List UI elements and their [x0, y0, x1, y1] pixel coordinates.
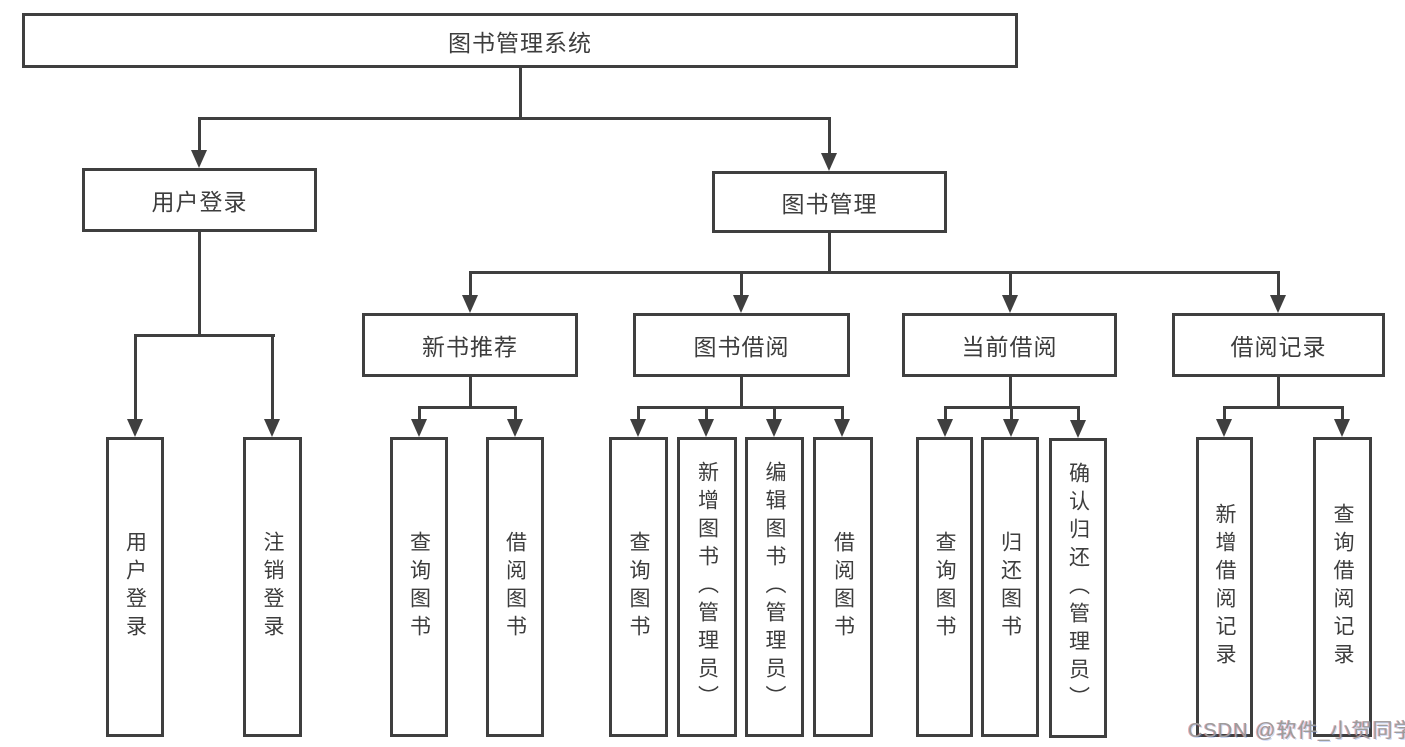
connector-line [418, 406, 517, 409]
node-book-borrow: 图书借阅 [633, 313, 850, 377]
leaf-query-books-recommend: 查询图书 [390, 437, 448, 737]
leaf-label: 新增图书（管理员） [695, 461, 719, 713]
connector-line [1010, 406, 1013, 422]
node-current-borrow: 当前借阅 [902, 313, 1117, 377]
arrow-down-icon [698, 419, 714, 437]
leaf-add-book-admin: 新增图书（管理员） [677, 437, 737, 737]
arrow-down-icon [264, 419, 280, 437]
arrow-down-icon [127, 419, 143, 437]
connector-line [418, 406, 421, 422]
arrow-down-icon [630, 419, 646, 437]
connector-line [1223, 406, 1344, 409]
connector-line [271, 334, 274, 422]
arrow-down-icon [462, 295, 478, 313]
connector-line [519, 68, 522, 120]
connector-line [1077, 406, 1080, 422]
node-user-login: 用户登录 [82, 168, 317, 232]
connector-line [1009, 271, 1012, 298]
leaf-label: 查询图书 [627, 531, 650, 643]
connector-line [1009, 377, 1012, 409]
watermark: CSDN @软件_小贺同学 [1188, 720, 1405, 742]
connector-line [198, 117, 831, 120]
connector-line [469, 271, 1280, 274]
leaf-label: 编辑图书（管理员） [763, 461, 786, 713]
arrow-down-icon [411, 419, 427, 437]
leaf-label: 确认归还（管理员） [1066, 462, 1090, 714]
node-book-management: 图书管理 [712, 171, 947, 233]
connector-line [841, 406, 844, 422]
leaf-query-books-borrow: 查询图书 [609, 437, 668, 737]
leaf-label: 借阅图书 [503, 531, 527, 643]
arrow-down-icon [1003, 419, 1019, 437]
arrow-down-icon [821, 153, 837, 171]
leaf-borrow-books-recommend: 借阅图书 [486, 437, 544, 737]
connector-line [198, 232, 201, 337]
connector-line [134, 334, 137, 422]
connector-line [469, 377, 472, 409]
connector-line [637, 406, 640, 422]
node-new-book-recommend: 新书推荐 [362, 313, 578, 377]
leaf-query-books-current: 查询图书 [916, 437, 973, 737]
leaf-label: 借阅图书 [831, 531, 855, 643]
connector-line [1277, 377, 1280, 409]
leaf-label: 新增借阅记录 [1213, 503, 1236, 671]
arrow-down-icon [1002, 295, 1018, 313]
leaf-label: 查询图书 [407, 531, 431, 643]
arrow-down-icon [191, 150, 207, 168]
leaf-label: 查询借阅记录 [1331, 503, 1354, 671]
arrow-down-icon [507, 419, 523, 437]
arrow-down-icon [1216, 419, 1232, 437]
leaf-borrow-books: 借阅图书 [813, 437, 873, 737]
arrow-down-icon [733, 295, 749, 313]
arrow-down-icon [1270, 295, 1286, 313]
connector-line [828, 233, 831, 274]
leaf-label: 查询图书 [933, 531, 956, 643]
leaf-user-login: 用户登录 [106, 437, 164, 737]
connector-line [773, 406, 776, 422]
arrow-down-icon [937, 419, 953, 437]
leaf-query-borrow-record: 查询借阅记录 [1313, 437, 1372, 737]
connector-line [134, 334, 275, 337]
leaf-label: 用户登录 [123, 531, 147, 643]
connector-line [1341, 406, 1344, 422]
arrow-down-icon [1334, 419, 1350, 437]
connector-line [198, 117, 201, 153]
connector-line [740, 377, 743, 409]
node-borrow-records: 借阅记录 [1172, 313, 1385, 377]
connector-line [1277, 271, 1280, 298]
leaf-confirm-return-admin: 确认归还（管理员） [1049, 438, 1107, 738]
connector-line [828, 117, 831, 156]
arrow-down-icon [766, 419, 782, 437]
node-library-system: 图书管理系统 [22, 13, 1018, 68]
connector-line [1223, 406, 1226, 422]
connector-line [705, 406, 708, 422]
connector-line [944, 406, 947, 422]
arrow-down-icon [834, 419, 850, 437]
connector-line [637, 406, 844, 409]
connector-line [740, 271, 743, 298]
connector-line [514, 406, 517, 422]
connector-line [469, 271, 472, 298]
arrow-down-icon [1070, 420, 1086, 438]
leaf-label: 注销登录 [261, 531, 284, 643]
leaf-label: 归还图书 [998, 531, 1022, 643]
leaf-return-book: 归还图书 [981, 437, 1039, 737]
leaf-edit-book-admin: 编辑图书（管理员） [745, 437, 804, 737]
leaf-add-borrow-record: 新增借阅记录 [1196, 437, 1253, 737]
leaf-logout: 注销登录 [243, 437, 302, 737]
